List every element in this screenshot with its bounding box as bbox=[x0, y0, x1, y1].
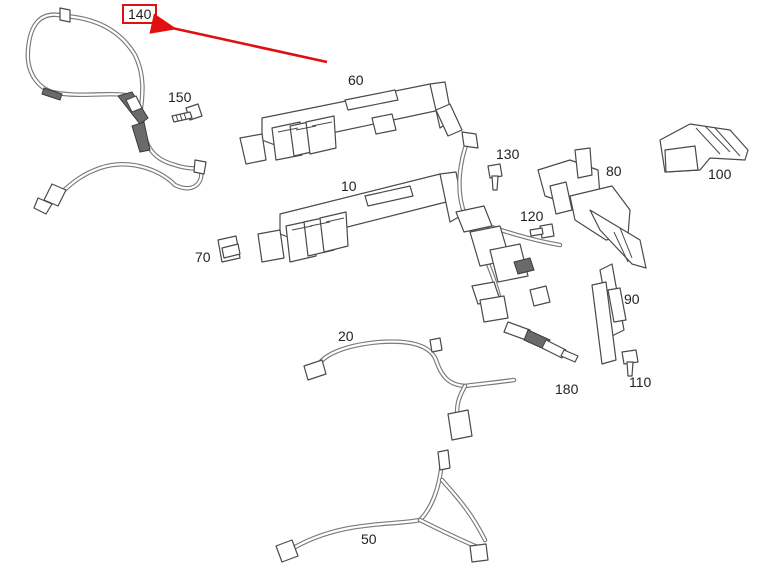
part-150-bolt[interactable] bbox=[171, 103, 203, 123]
part-80-label: 80 bbox=[606, 163, 622, 179]
part-140-sensor-wire[interactable] bbox=[25, 7, 207, 215]
part-80-bracket[interactable] bbox=[537, 147, 647, 269]
part-20-wire[interactable] bbox=[303, 337, 517, 441]
part-10-lower-bracket[interactable] bbox=[257, 171, 465, 263]
part-140-label-text: 140 bbox=[128, 6, 152, 22]
highlight-arrow bbox=[149, 13, 328, 64]
part-50-label: 50 bbox=[361, 531, 377, 547]
part-110-label: 110 bbox=[629, 374, 652, 390]
part-60-label: 60 bbox=[348, 72, 364, 88]
part-130-label: 130 bbox=[496, 146, 520, 162]
part-180-plug[interactable] bbox=[503, 321, 579, 363]
part-70-connector[interactable] bbox=[217, 235, 241, 263]
part-20-label: 20 bbox=[338, 328, 354, 344]
part-110-bolt[interactable] bbox=[621, 349, 639, 377]
part-180-label: 180 bbox=[555, 381, 579, 397]
part-100-label: 100 bbox=[708, 166, 732, 182]
part-90-bracket[interactable] bbox=[591, 263, 627, 365]
part-10-label: 10 bbox=[341, 178, 357, 194]
part-140-label[interactable]: 140 bbox=[122, 4, 158, 24]
part-150-label: 150 bbox=[168, 89, 192, 105]
part-100-clip[interactable] bbox=[659, 123, 749, 173]
part-50-wire[interactable] bbox=[275, 449, 489, 563]
part-120-label: 120 bbox=[520, 208, 544, 224]
part-60-upper-bracket[interactable] bbox=[239, 81, 463, 165]
part-90-label: 90 bbox=[624, 291, 640, 307]
part-120-bolt[interactable] bbox=[529, 223, 555, 239]
central-harness[interactable] bbox=[455, 131, 563, 323]
part-130-bolt[interactable] bbox=[487, 163, 503, 191]
part-70-label: 70 bbox=[195, 249, 211, 265]
